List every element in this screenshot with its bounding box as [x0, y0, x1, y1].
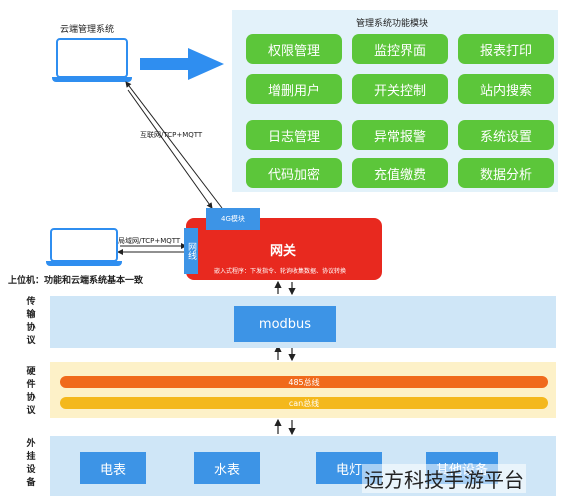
module-item: 异常报警 — [352, 120, 448, 150]
host-label: 上位机：功能和云端系统基本一致 — [8, 276, 144, 286]
gateway-description: 嵌入式程序：下发指令、轮询收集数据、协议转换 — [214, 268, 347, 275]
watermark: 远方科技手游平台 — [362, 464, 526, 493]
module-item: 报表打印 — [458, 34, 554, 64]
cloud-system-label: 云端管理系统 — [60, 25, 115, 35]
module-item: 系统设置 — [458, 120, 554, 150]
devices-layer-label: 外挂设备 — [26, 439, 36, 488]
module-item: 站内搜索 — [458, 74, 554, 104]
lan-link-label: 局域网/TCP+MQTT — [118, 237, 181, 245]
module-item: 充值缴费 — [352, 158, 448, 188]
bus-485-bar: 485总线 — [60, 376, 548, 388]
module-item: 数据分析 — [458, 158, 554, 188]
gateway-4g-module: 4G模块 — [206, 208, 260, 230]
module-item: 监控界面 — [352, 34, 448, 64]
gateway-title: 网关 — [270, 244, 297, 259]
can-bus-bar: can总线 — [60, 397, 548, 409]
module-item: 权限管理 — [246, 34, 342, 64]
internet-link-label: 互联网/TCP+MQTT — [140, 131, 203, 139]
module-item: 增删用户 — [246, 74, 342, 104]
modbus-box: modbus — [234, 306, 336, 342]
cloud-laptop-icon — [52, 38, 132, 84]
gateway-net-port: 网线 — [184, 228, 198, 274]
module-panel-title: 管理系统功能模块 — [356, 19, 429, 29]
hardware-layer-label: 硬件协议 — [26, 367, 36, 416]
arrow-right-icon — [140, 48, 224, 80]
module-item: 日志管理 — [246, 120, 342, 150]
hardware-layer-band — [50, 362, 556, 418]
device-water-meter: 水表 — [194, 452, 260, 484]
transport-layer-label: 传输协议 — [26, 297, 36, 346]
host-laptop-icon — [46, 228, 122, 268]
device-electric-meter: 电表 — [80, 452, 146, 484]
module-item: 开关控制 — [352, 74, 448, 104]
module-item: 代码加密 — [246, 158, 342, 188]
